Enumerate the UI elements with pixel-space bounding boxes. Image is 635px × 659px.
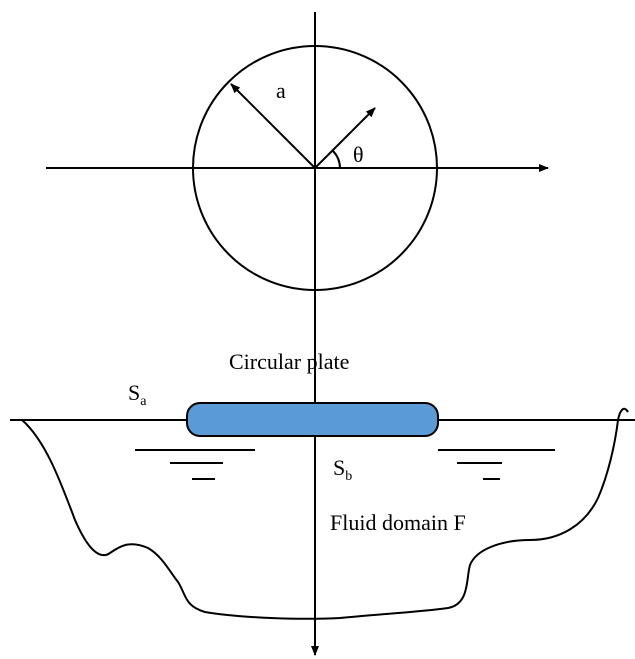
theta-label: θ xyxy=(353,142,364,167)
surface-a-subscript: a xyxy=(140,394,147,409)
surface-b-subscript: b xyxy=(345,469,352,484)
radius-label: a xyxy=(276,78,286,103)
fluid-domain-label: Fluid domain F xyxy=(330,510,466,535)
radius-arrow xyxy=(230,83,316,169)
fluid-domain-boundary xyxy=(21,407,629,620)
surface-b-label: Sb xyxy=(333,455,352,484)
surface-b-main: S xyxy=(333,455,345,480)
surface-a-label: Sa xyxy=(128,380,147,409)
theta-angle-arc xyxy=(332,150,341,169)
circular-plate-label: Circular plate xyxy=(229,349,349,374)
surface-a-main: S xyxy=(128,380,140,405)
theta-direction-arrow xyxy=(314,107,376,169)
circular-plate-body xyxy=(186,402,439,437)
